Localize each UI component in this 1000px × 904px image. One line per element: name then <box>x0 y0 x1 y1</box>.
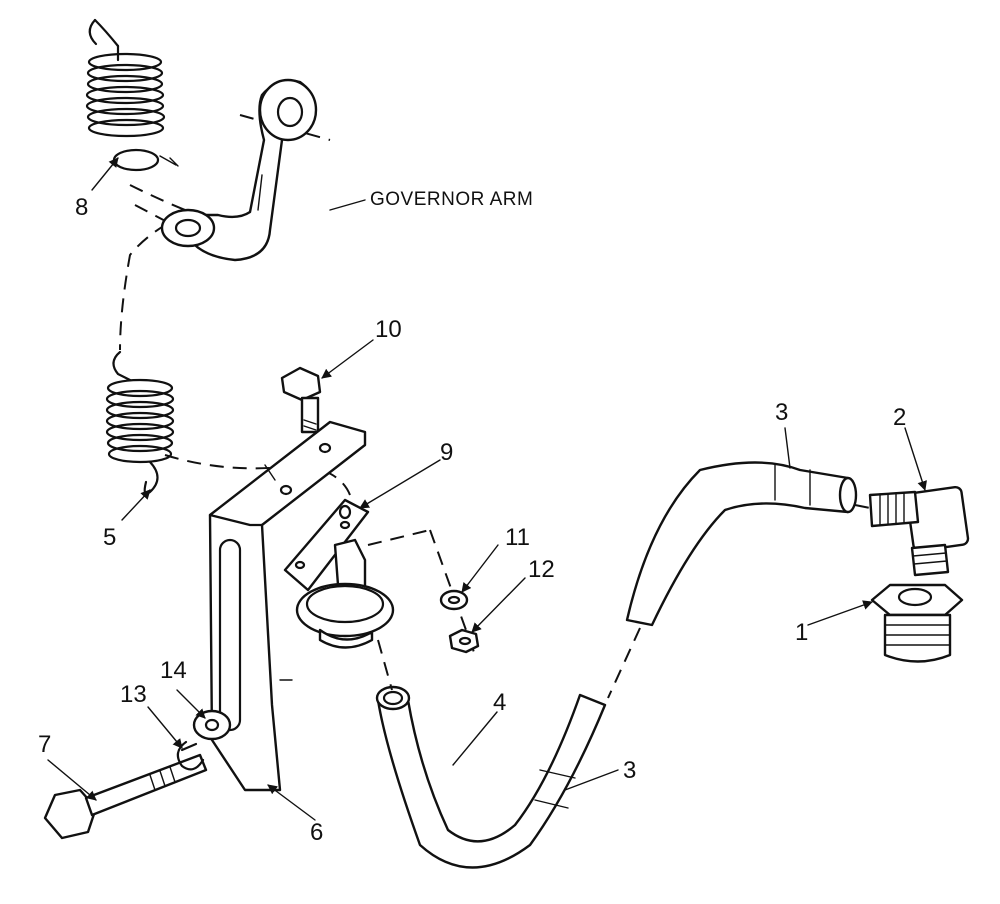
mount-axis <box>367 529 431 546</box>
label-part-6: 6 <box>310 819 323 846</box>
governor-arm-callout: GOVERNOR ARM <box>370 189 533 210</box>
label-part-7: 7 <box>38 731 51 758</box>
diaphragm-assembly <box>283 498 395 649</box>
label-part-3-lower: 3 <box>623 757 636 784</box>
label-part-13: 13 <box>120 681 147 708</box>
label-part-11: 11 <box>505 524 530 551</box>
bolt-10 <box>280 366 322 434</box>
lockwasher-11 <box>439 589 469 611</box>
label-part-2: 2 <box>893 404 906 431</box>
upper-spring <box>85 18 179 172</box>
lower-spring <box>105 350 175 495</box>
label-part-14: 14 <box>160 657 187 684</box>
bolt-7 <box>43 753 208 840</box>
label-part-5: 5 <box>103 524 116 551</box>
spring-path-upper <box>119 184 193 351</box>
tube-4-axis <box>377 639 393 691</box>
fitting-axis <box>854 504 871 509</box>
washer-14 <box>192 709 232 741</box>
elbow-fitting-2 <box>868 485 970 577</box>
label-part-4: 4 <box>493 689 506 716</box>
nut-12 <box>448 628 480 654</box>
tube-3-axis <box>607 627 641 699</box>
tube-4 <box>375 685 607 869</box>
spring-path-lower <box>164 454 351 496</box>
label-part-12: 12 <box>528 556 555 583</box>
label-part-3-upper: 3 <box>775 399 788 426</box>
label-part-9: 9 <box>440 439 453 466</box>
label-part-10: 10 <box>375 316 402 343</box>
governor-arm <box>160 78 318 262</box>
label-part-1: 1 <box>795 619 808 646</box>
governor-arm-leader <box>329 199 366 211</box>
tube-3-upper <box>625 461 858 627</box>
adapter-fitting-1 <box>870 583 964 663</box>
label-part-8: 8 <box>75 194 88 221</box>
leader-lines <box>47 157 927 821</box>
